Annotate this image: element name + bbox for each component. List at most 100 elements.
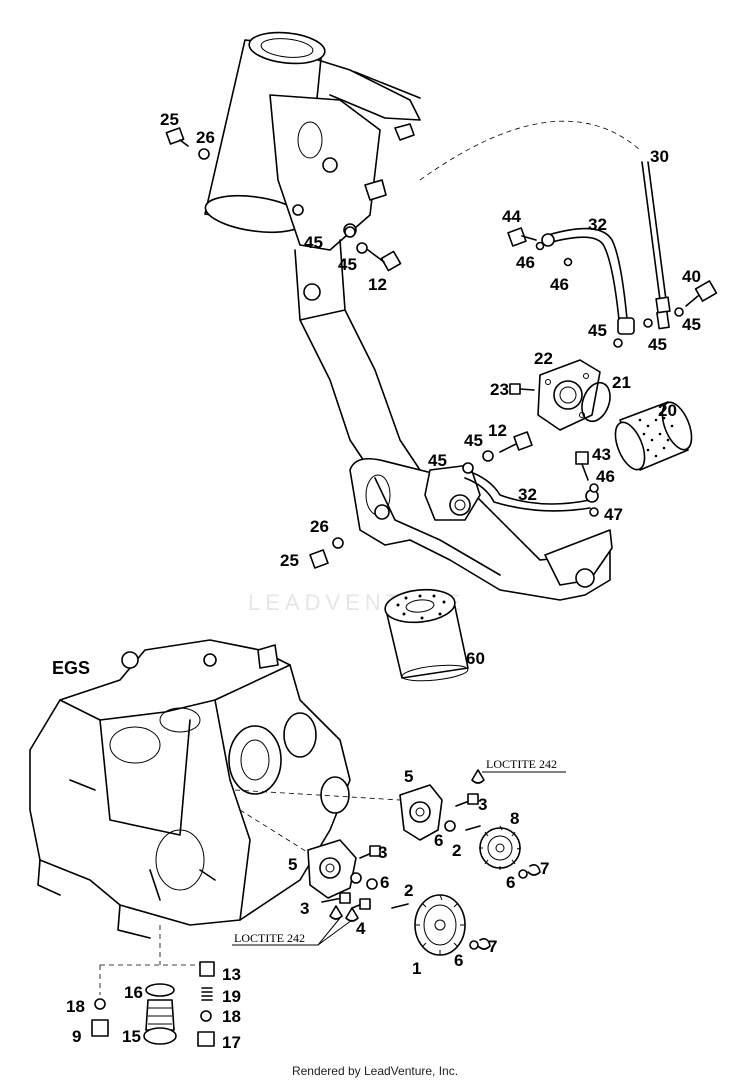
o-ring-16 [145, 983, 175, 997]
plug-25-upper [165, 127, 210, 160]
callout-20: 20 [658, 401, 677, 420]
gear-8 [479, 825, 522, 870]
callout-26b: 26 [310, 517, 329, 536]
callout-7b: 7 [488, 937, 497, 956]
bolt-12-upper [344, 226, 402, 272]
bolt-43 [575, 451, 599, 517]
callout-16: 16 [124, 983, 143, 1002]
washer-6-upper [444, 820, 456, 832]
callout-45d: 45 [588, 321, 607, 340]
oil-line-32-lower [464, 469, 599, 512]
screw-23 [509, 383, 535, 395]
callout-22: 22 [534, 349, 553, 368]
callout-32a: 32 [588, 215, 607, 234]
washer-6-lower-b [366, 878, 378, 890]
callout-13: 13 [222, 965, 241, 984]
callout-4: 4 [356, 919, 366, 938]
leader-pump-upper [234, 789, 401, 801]
oil-filter-20 [614, 401, 693, 471]
callout-6b: 6 [380, 873, 389, 892]
loctite-lower-line [232, 917, 353, 946]
callout-44: 44 [502, 207, 521, 226]
washer-6-gear8 [518, 869, 528, 879]
banjo-bolt-44 [507, 227, 573, 267]
plug-17 [197, 1031, 215, 1047]
leader-pump-lower [239, 809, 321, 861]
callout-19: 19 [222, 987, 241, 1006]
callout-17: 17 [222, 1033, 241, 1052]
callout-9: 9 [72, 1027, 81, 1046]
strainer-15 [143, 999, 177, 1045]
callout-26a: 26 [196, 128, 215, 147]
o-ring-21 [581, 381, 611, 423]
clip-7-upper [527, 864, 541, 876]
callout-25a: 25 [160, 110, 179, 129]
pin-2-lower [391, 903, 409, 909]
callout-2a: 2 [452, 841, 461, 860]
plug-25-lower [309, 537, 344, 569]
callout-45b: 45 [338, 255, 357, 274]
callout-5a: 5 [404, 767, 413, 786]
oil-filter-60 [384, 588, 469, 682]
screw-3-upper [455, 793, 479, 807]
loctite-note-lower: LOCTITE 242 [234, 931, 305, 945]
callout-45f: 45 [464, 431, 483, 450]
callout-5b: 5 [288, 855, 297, 874]
callout-1: 1 [412, 959, 421, 978]
frame [204, 31, 613, 601]
callout-25b: 25 [280, 551, 299, 570]
callout-18b: 18 [222, 1007, 241, 1026]
callout-43: 43 [592, 445, 611, 464]
callout-12b: 12 [488, 421, 507, 440]
gear-1 [414, 894, 466, 956]
callout-32b: 32 [518, 485, 537, 504]
pin-2-upper [465, 825, 481, 831]
leader-30 [419, 120, 641, 181]
diagram-title: EGS [52, 658, 90, 678]
callout-2b: 2 [404, 881, 413, 900]
callout-15: 15 [122, 1027, 141, 1046]
o-ring-18-left [94, 998, 106, 1010]
callout-60: 60 [466, 649, 485, 668]
callout-23: 23 [490, 380, 509, 399]
drops-loctite-lower [329, 905, 359, 922]
screws-3-4-lower [321, 892, 371, 910]
filter-cover-22 [537, 359, 601, 431]
clip-7-lower [477, 938, 491, 950]
o-ring-18-right [200, 1010, 212, 1022]
callout-8: 8 [510, 809, 519, 828]
callout-6d: 6 [454, 951, 463, 970]
drop-loctite-upper [471, 769, 485, 784]
callout-45a: 45 [304, 233, 323, 252]
callout-46a: 46 [516, 253, 535, 272]
loctite-note-upper: LOCTITE 242 [486, 757, 557, 771]
callout-6a: 6 [434, 831, 443, 850]
dipstick-30 [641, 161, 671, 330]
callout-46b: 46 [550, 275, 569, 294]
callout-21: 21 [612, 373, 631, 392]
callout-7a: 7 [540, 859, 549, 878]
oil-pump-upper [399, 784, 443, 841]
callout-18a: 18 [66, 997, 85, 1016]
callout-47: 47 [604, 505, 623, 524]
callout-46c: 46 [596, 467, 615, 486]
plug-9 [91, 1019, 109, 1037]
oil-line-32-upper [541, 227, 635, 335]
callout-45c: 45 [682, 315, 701, 334]
callout-3b: 3 [378, 843, 387, 862]
washer-6-lower [350, 872, 362, 884]
banjo-bolt-40 [613, 280, 718, 348]
crankcase [29, 639, 351, 939]
oil-pump-lower [307, 839, 357, 899]
callout-45g: 45 [428, 451, 447, 470]
callout-45e: 45 [648, 335, 667, 354]
callout-12a: 12 [368, 275, 387, 294]
callout-30: 30 [650, 147, 669, 166]
footer-credit: Rendered by LeadVenture, Inc. [291, 1064, 459, 1078]
washer-6-gear1 [469, 940, 479, 950]
callout-3c: 3 [300, 899, 309, 918]
callout-40: 40 [682, 267, 701, 286]
bolt-12-lower [462, 431, 533, 474]
callout-3a: 3 [478, 795, 487, 814]
